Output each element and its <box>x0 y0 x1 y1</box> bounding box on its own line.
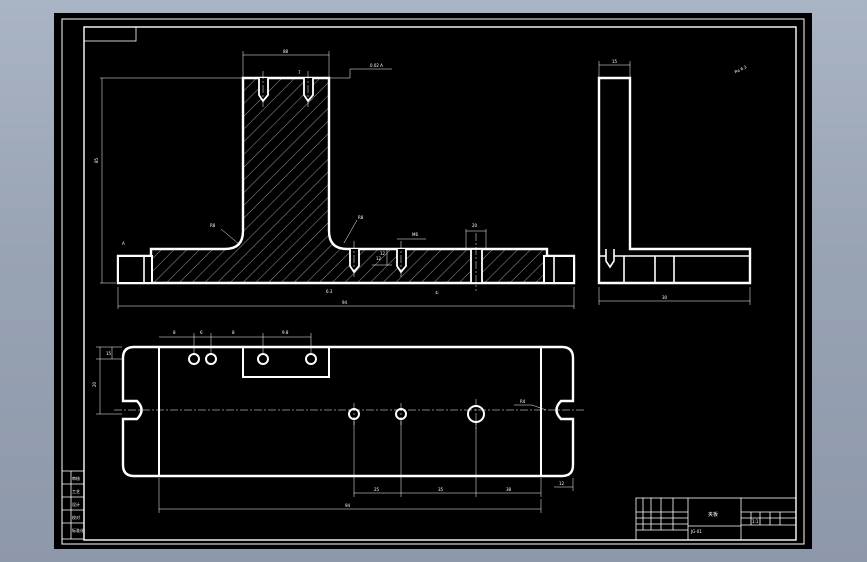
top-view: 8 6 8 9.8 15 20 25 35 38 94 12 R4 <box>92 330 586 513</box>
outer-frame <box>61 18 805 545</box>
top-left-code-box <box>83 26 137 42</box>
drawing-sheet: 88 85 94 20 12 M6 12 7 R8 R8 0.02 A A 6.… <box>54 13 812 549</box>
front-left-counterbore <box>117 255 153 284</box>
top-dim-right: 12 <box>559 481 565 486</box>
front-view-section-fill <box>118 78 574 283</box>
title-block-drawing-no: JG-01 <box>690 529 702 534</box>
datum-bottom: ① <box>435 290 439 295</box>
revision-row-3: 设计 <box>72 501 80 507</box>
dim-right-slot: 20 <box>472 223 478 228</box>
roughness-front: 6.3 <box>326 289 333 294</box>
side-view: 15 30 <box>597 59 752 305</box>
dim-top-width: 88 <box>283 49 289 54</box>
side-dim-top: 15 <box>612 59 618 64</box>
top-dim-bottom-1: 25 <box>374 487 380 492</box>
top-dim-bottom-3: 38 <box>506 487 512 492</box>
top-dim-b: 6 <box>200 330 203 335</box>
top-view-dimension-lines <box>96 333 574 513</box>
cad-drawing: 88 85 94 20 12 M6 12 7 R8 R8 0.02 A A 6.… <box>61 18 805 545</box>
title-block <box>635 497 797 541</box>
top-view-outline <box>121 345 575 478</box>
top-tapped-holes <box>258 78 314 103</box>
dim-total-length: 94 <box>342 300 348 305</box>
side-dim-width: 30 <box>662 295 668 300</box>
radius-left: R8 <box>210 223 216 228</box>
revision-row-2: 工艺 <box>72 489 80 494</box>
front-mid-hole <box>470 248 483 284</box>
revision-table <box>61 470 85 540</box>
top-dim-bottom-2: 35 <box>438 487 444 492</box>
dim-thread: M6 <box>412 232 418 237</box>
revision-row-5: 标准化 <box>72 527 84 533</box>
front-dimension-lines <box>100 51 575 309</box>
dim-pitch-b: 7 <box>298 70 301 75</box>
front-centerlines <box>262 71 477 291</box>
datum-left: A <box>122 241 125 246</box>
top-dim-h1: 15 <box>106 351 112 356</box>
title-block-scale: 1:1 <box>752 519 759 524</box>
revision-row-4: 校对 <box>72 514 80 520</box>
top-dim-c: 8 <box>232 330 235 335</box>
title-block-name: 夹板 <box>708 511 718 518</box>
top-dim-total: 94 <box>345 503 351 508</box>
top-dim-a: 8 <box>173 330 176 335</box>
dim-hole-depth: 12 <box>376 256 382 261</box>
inner-frame <box>83 26 797 541</box>
dim-height: 85 <box>94 157 99 163</box>
top-view-boss <box>242 346 330 378</box>
top-view-holes <box>188 353 485 423</box>
front-view: 88 85 94 20 12 M6 12 7 R8 R8 0.02 A A 6.… <box>94 49 576 309</box>
dim-pitch-a: 12 <box>380 251 386 256</box>
revision-row-1: 审核 <box>72 475 80 481</box>
roughness-corner: Ra 6.3 <box>734 64 748 74</box>
side-view-outline <box>597 76 752 285</box>
flatness-note: 0.02 A <box>370 63 383 68</box>
radius-right: R8 <box>358 215 364 220</box>
front-right-slot <box>543 255 575 284</box>
top-dim-slot: R4 <box>520 399 526 404</box>
top-dim-d: 9.8 <box>282 330 289 335</box>
top-dim-h2: 20 <box>92 381 97 387</box>
